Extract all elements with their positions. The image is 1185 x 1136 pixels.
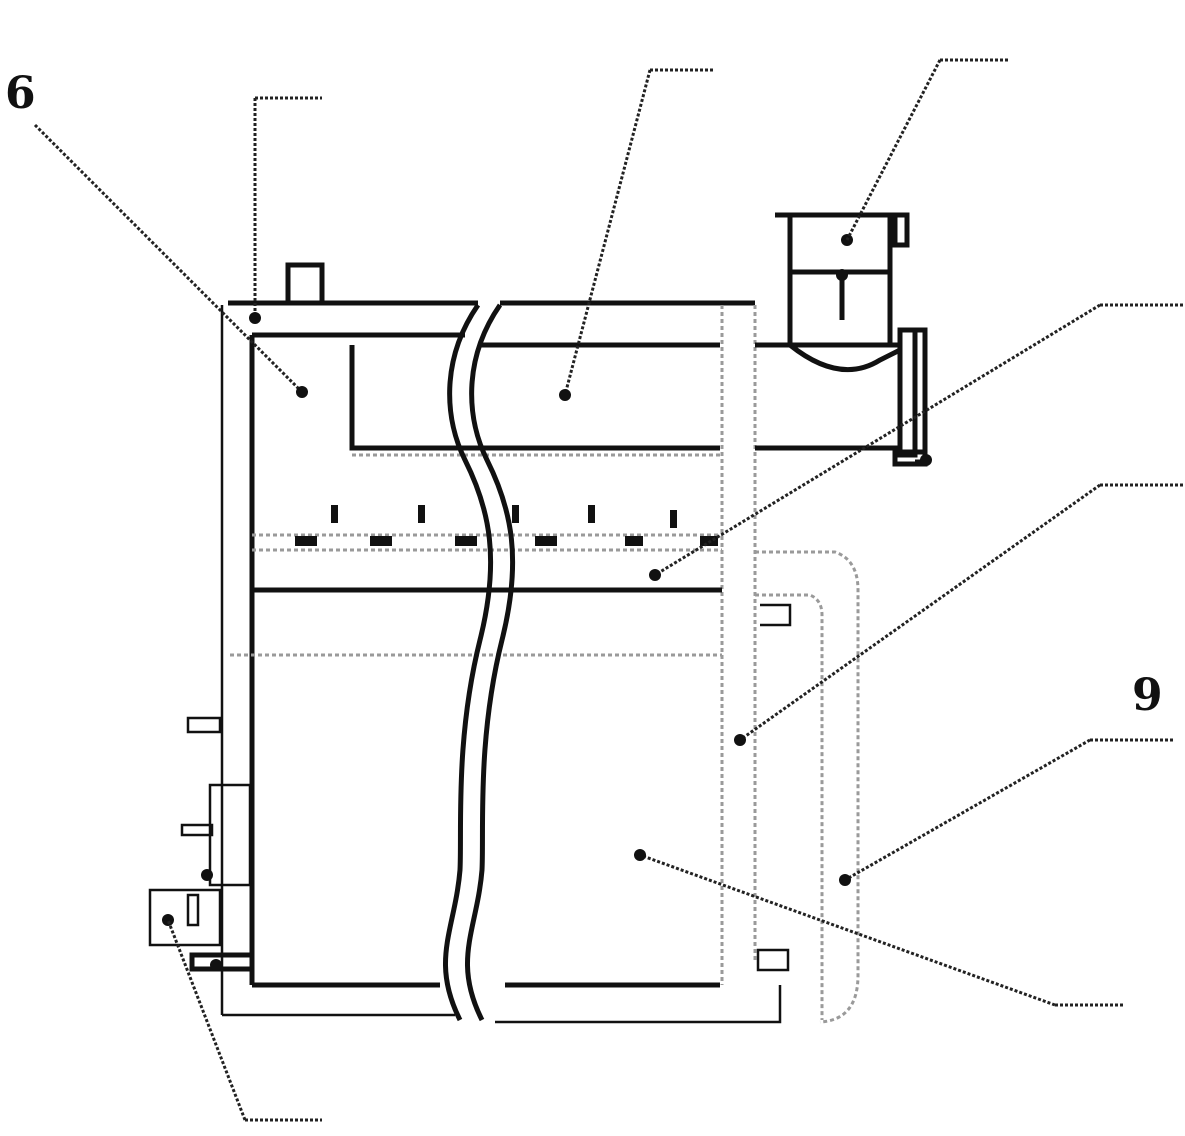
chamber-6	[349, 345, 720, 457]
label-9: 9	[1132, 670, 1163, 721]
label-6: 6	[5, 68, 36, 119]
valve-housing	[775, 212, 910, 345]
break-line	[443, 303, 516, 1022]
jacket-9	[755, 550, 860, 1024]
distribution-plate	[230, 505, 722, 657]
left-fittings	[148, 716, 255, 972]
vessel-body	[220, 300, 782, 1024]
outlet-pipe	[755, 327, 932, 467]
leader-lines	[33, 58, 1185, 1122]
top-nozzle	[285, 262, 325, 306]
